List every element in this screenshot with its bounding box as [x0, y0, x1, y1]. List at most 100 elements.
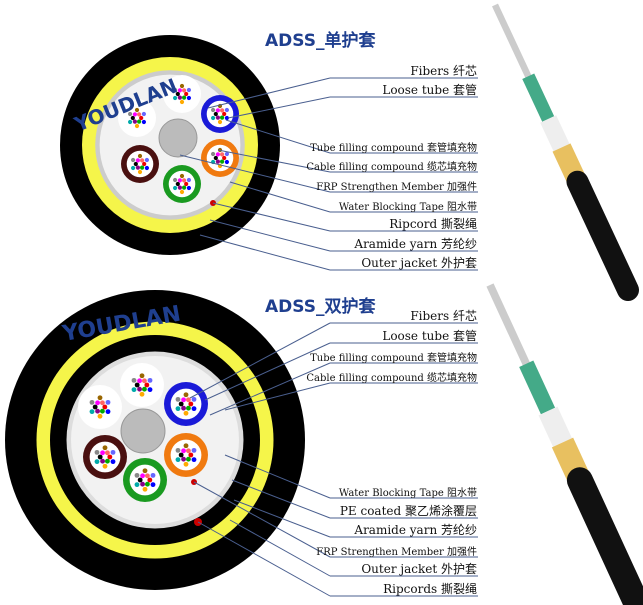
fiber: [132, 119, 137, 124]
label-single-5: Water Blocking Tape 阻水带: [338, 202, 477, 213]
label-double-4: Water Blocking Tape 阻水带: [338, 488, 477, 499]
fiber: [100, 408, 105, 414]
fiber: [179, 173, 185, 179]
fiber: [220, 115, 225, 120]
fiber: [210, 151, 216, 157]
water-blocking-tape: [538, 406, 572, 447]
fiber: [147, 377, 153, 383]
fiber: [134, 382, 140, 388]
fiber: [94, 449, 100, 455]
label-double-6: Aramide yarn 芳纶纱: [354, 523, 477, 537]
fiber: [224, 115, 230, 121]
fiber: [217, 119, 223, 125]
leader-line: [217, 149, 331, 173]
fiber: [89, 409, 95, 415]
fiber: [215, 159, 220, 164]
loose-tube-gel: [170, 439, 202, 471]
fiber: [150, 482, 156, 488]
fiber: [175, 447, 181, 453]
fiber: [220, 108, 225, 113]
leader-line: [224, 454, 331, 499]
fiber: [142, 161, 147, 167]
fiber: [183, 392, 189, 398]
fiber: [139, 115, 144, 121]
fiber: [97, 454, 103, 460]
fiber: [135, 165, 140, 170]
fiber: [137, 169, 143, 175]
fiber: [183, 461, 189, 467]
leader-line: [179, 154, 331, 193]
fiber: [178, 401, 184, 407]
fiber: [184, 181, 189, 187]
fiber: [172, 185, 178, 191]
fiber: [92, 404, 98, 410]
fiber: [131, 387, 137, 393]
fiber: [140, 473, 145, 479]
water-blocking-tape: [540, 115, 570, 152]
loose-tube-gel: [89, 441, 121, 473]
fiber: [135, 158, 140, 163]
label-single-4: FRP Strengthen Member 加强件: [316, 182, 477, 193]
loose-tube-gel: [126, 369, 158, 401]
fiber: [210, 107, 216, 113]
label-double-9: Ripcords 撕裂绳: [383, 582, 477, 596]
loose-tube-gel: [123, 104, 151, 132]
fiber: [220, 159, 225, 164]
fiber: [102, 445, 108, 451]
label-single-7: Aramide yarn 芳纶纱: [354, 237, 477, 251]
fiber: [177, 95, 182, 100]
fiber: [145, 473, 150, 479]
fiber: [210, 115, 216, 121]
fiber: [181, 448, 186, 454]
fiber: [147, 477, 153, 483]
fiber: [127, 111, 133, 117]
fiber: [127, 119, 133, 125]
fiber: [89, 399, 95, 405]
fiber: [175, 91, 180, 97]
fiber: [177, 185, 182, 190]
loose-tubes: [522, 73, 555, 122]
label-double-2: Tube filling compound 套管填充物: [310, 353, 477, 364]
fiber: [181, 405, 186, 411]
leader-line: [199, 234, 331, 271]
fiber: [183, 410, 189, 416]
fiber: [222, 111, 227, 117]
leader-line: [229, 181, 331, 213]
fiber: [100, 400, 105, 406]
fiber: [110, 459, 116, 465]
fiber: [177, 88, 182, 93]
fiber: [137, 386, 142, 392]
leader-line: [204, 342, 331, 401]
leader-line: [233, 499, 331, 538]
fiber: [181, 397, 186, 403]
fiber: [177, 178, 182, 183]
fiber: [191, 396, 197, 402]
fiber: [215, 152, 220, 157]
leader-line: [212, 202, 331, 232]
fiber: [181, 456, 186, 462]
label-double-5: PE coated 聚乙烯涂覆层: [339, 504, 477, 518]
fiber: [224, 151, 230, 157]
fiber: [134, 472, 140, 478]
fiber: [186, 185, 192, 191]
fiber: [130, 165, 136, 171]
fiber: [191, 447, 197, 453]
loose-tube-gel: [168, 170, 196, 198]
fiber: [97, 413, 103, 419]
fiber: [147, 387, 153, 393]
fiber: [184, 91, 189, 97]
fiber: [215, 115, 220, 120]
leader-line: [209, 362, 331, 416]
fiber: [144, 382, 150, 388]
fiber: [178, 452, 184, 458]
fiber: [186, 87, 192, 93]
fiber: [224, 107, 230, 113]
fiber: [94, 459, 100, 465]
label-double-3: Cable filling compound 缆芯填充物: [306, 373, 477, 384]
loose-tube-gel: [168, 80, 196, 108]
fiber: [179, 189, 185, 195]
double-jacket-cable-photo: [486, 283, 643, 605]
single-jacket-title: ADSS_单护套: [265, 31, 376, 51]
fiber: [175, 406, 181, 412]
fiber: [137, 153, 143, 159]
